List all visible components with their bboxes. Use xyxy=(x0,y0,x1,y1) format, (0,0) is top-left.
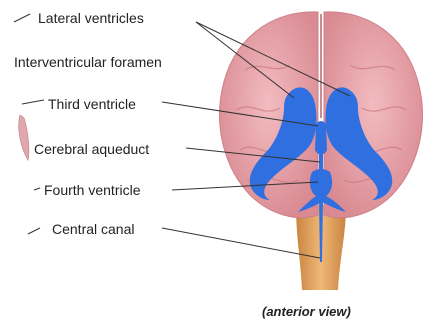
label-dash-central xyxy=(28,228,40,234)
label-third-ventricle: Third ventricle xyxy=(48,96,136,112)
central-canal-line xyxy=(162,228,320,258)
label-cerebral-aqueduct: Cerebral aqueduct xyxy=(34,141,149,157)
label-dash-fourth xyxy=(34,188,40,190)
label-interventricular-foramen: Interventricular foramen xyxy=(14,54,162,70)
label-lateral-ventricles: Lateral ventricles xyxy=(38,10,144,26)
label-dash-third xyxy=(22,100,44,104)
side-fragment-icon xyxy=(19,115,29,160)
label-fourth-ventricle: Fourth ventricle xyxy=(44,182,140,198)
label-dash-lateral xyxy=(14,14,30,22)
view-caption: (anterior view) xyxy=(262,304,351,319)
label-central-canal: Central canal xyxy=(52,221,135,237)
